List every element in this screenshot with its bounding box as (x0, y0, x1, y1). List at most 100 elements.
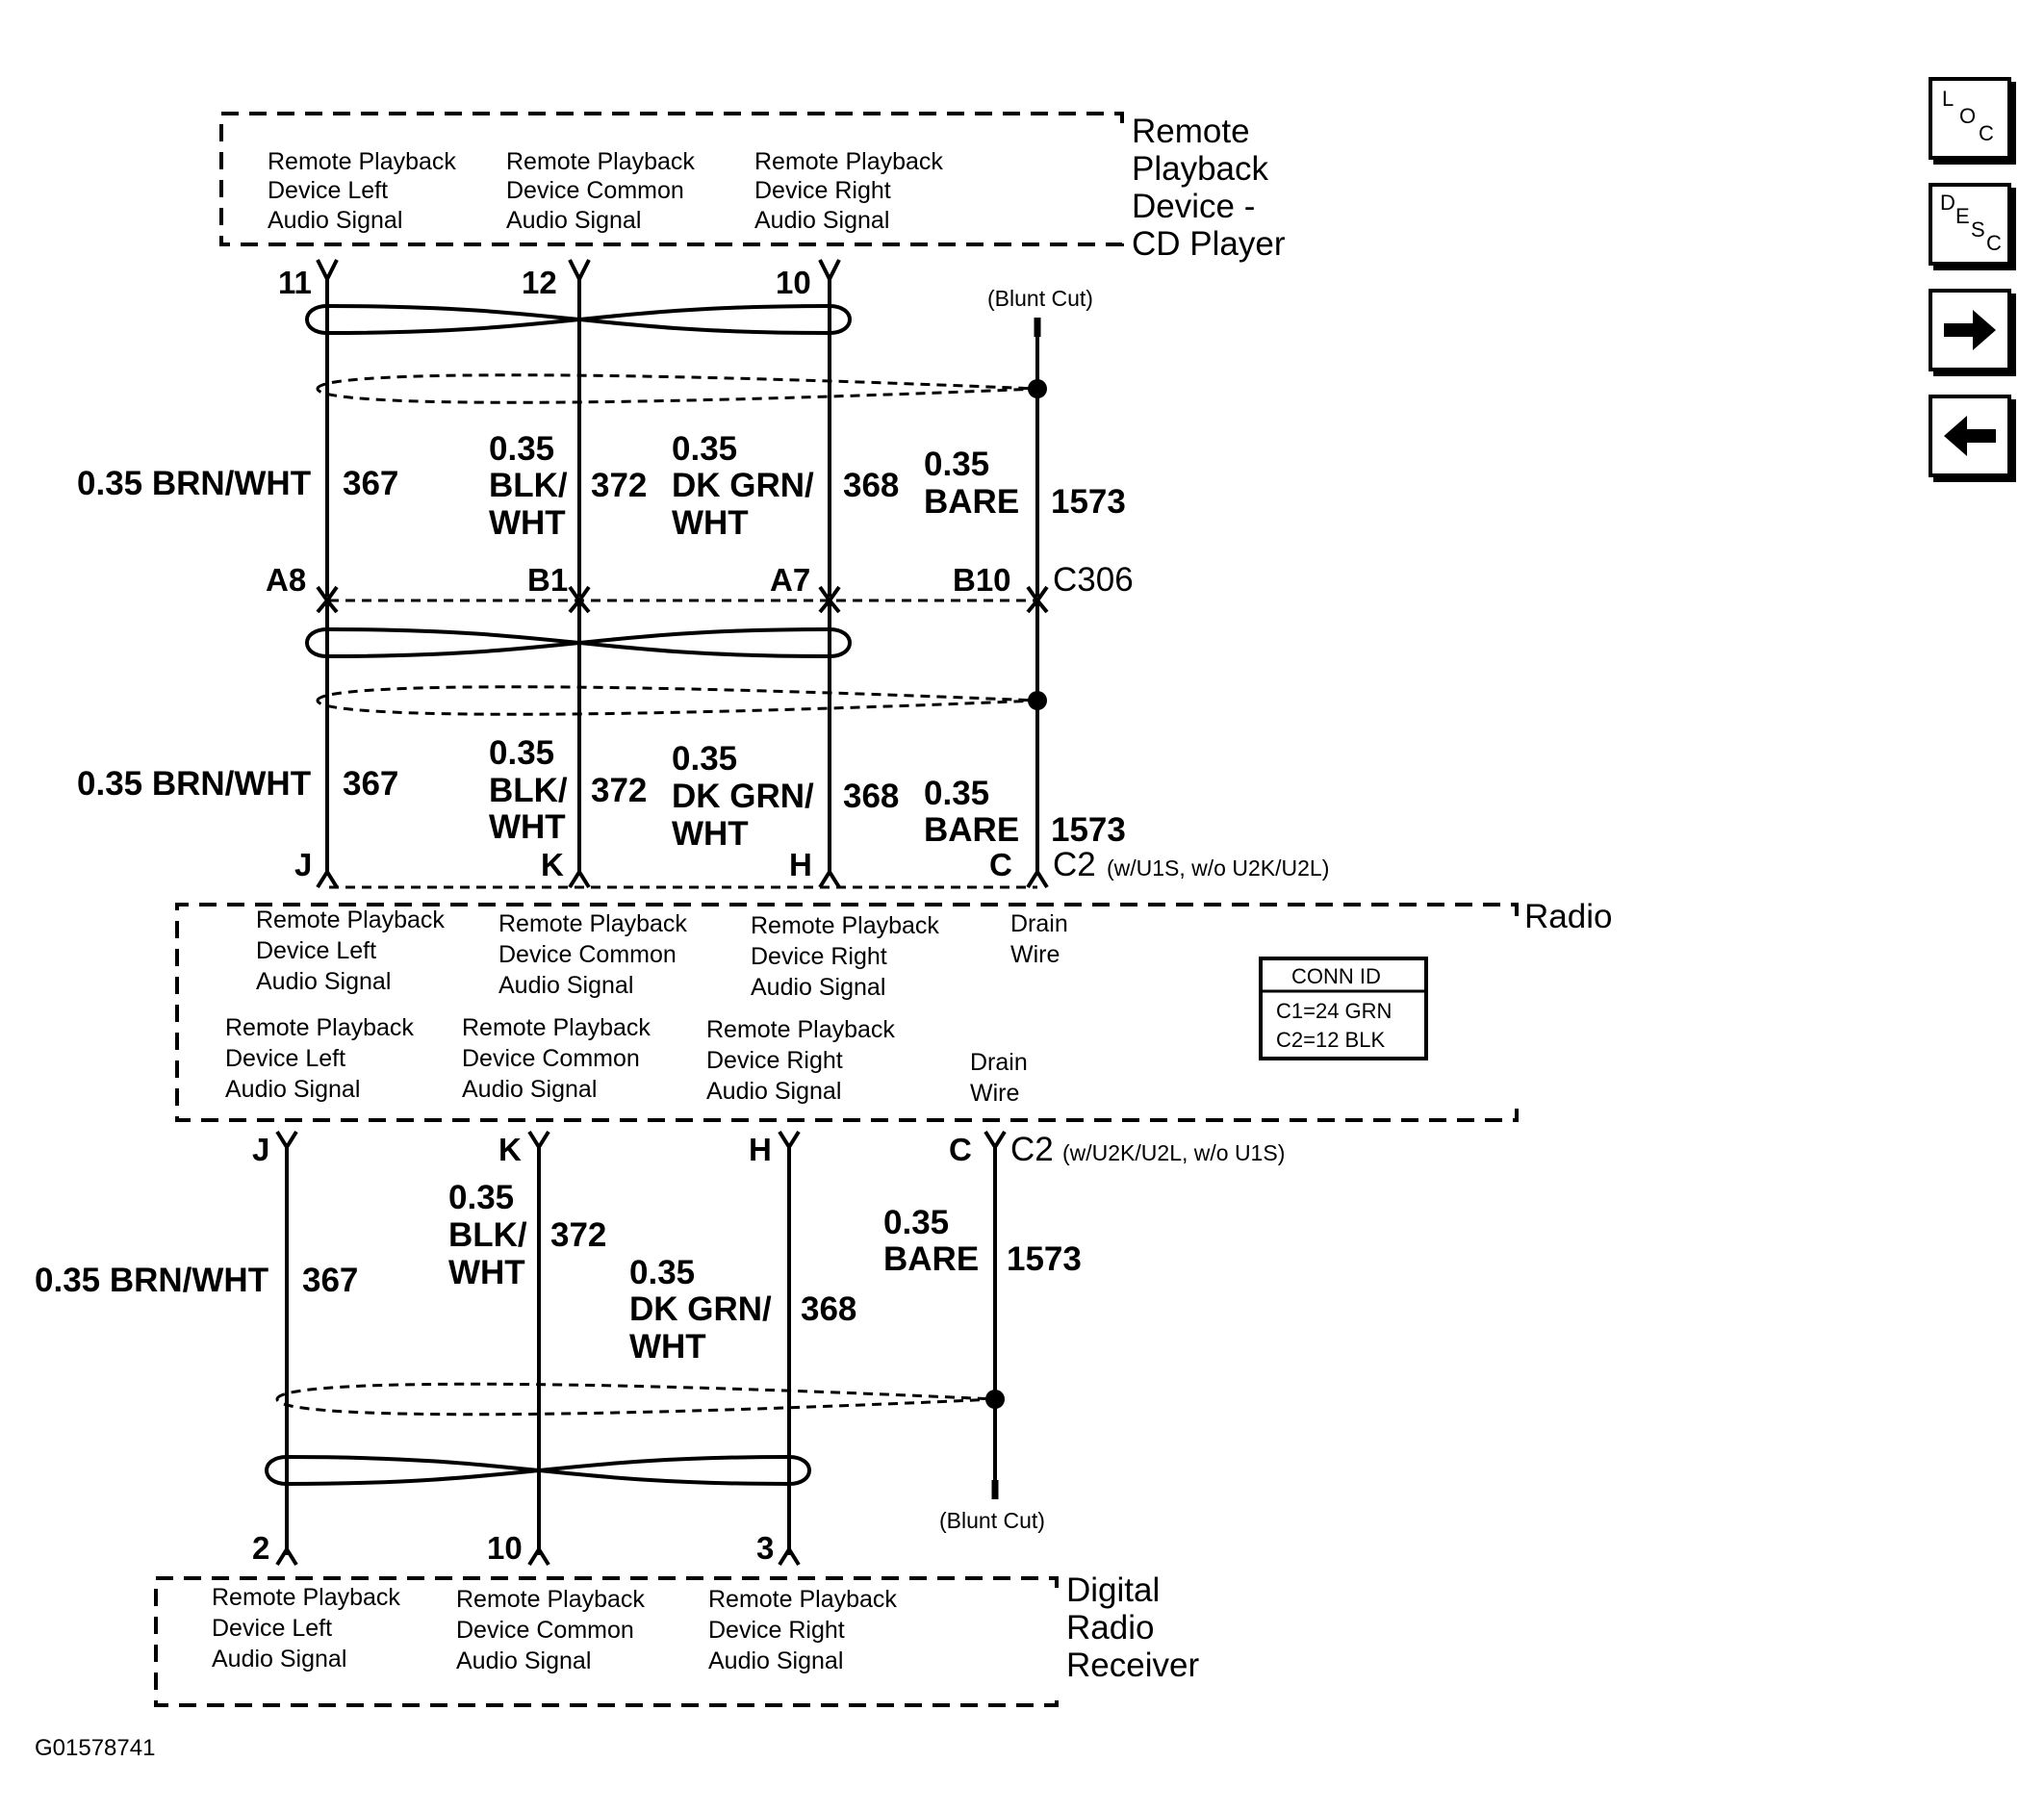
drr-outline (154, 1576, 1059, 1707)
rp-right-signal-line-3: Audio Signal (754, 207, 889, 234)
radio-c1-common-line-3: Audio Signal (498, 972, 633, 999)
rp-blunt-cut-label: (Blunt Cut) (987, 286, 1093, 311)
c2-u1s-pin-h: H (789, 847, 812, 882)
shield-drain-splice-middle (1028, 691, 1047, 710)
drr-terminal-right (778, 1545, 801, 1567)
wire-368-color-1-lower: DK GRN/ (629, 1290, 772, 1328)
c2-u2k-terminal-h (778, 1130, 801, 1151)
shield-lower (275, 1382, 996, 1417)
connector-radio-c2-u2k: J K H C C2 (w/U2K/U2L, w/o U1S) (252, 1130, 1285, 1168)
radio-name: Radio (1524, 898, 1612, 935)
drr-pin-right: 3 (756, 1530, 774, 1566)
drr-pin-common: 10 (487, 1530, 523, 1566)
remote-playback-device-component: Remote Playback Device - CD Player Remot… (219, 112, 1286, 337)
c2-u2k-terminal-k (527, 1130, 550, 1151)
conn-id-row-c1: C1=24 GRN (1276, 999, 1392, 1023)
drr-terminal-common (527, 1545, 550, 1567)
remote-playback-name-line-4: CD Player (1132, 225, 1286, 263)
radio-c1-left-line-3: Audio Signal (256, 968, 391, 995)
wire-372-size-upper: 0.35 (489, 430, 554, 468)
rp-common-signal-line-2: Device Common (506, 177, 684, 204)
wire-368-circuit-middle: 368 (843, 778, 899, 815)
wire-1573-circuit-middle: 1573 (1051, 811, 1126, 849)
middle-wire-section (305, 600, 1047, 876)
loc-letter-o: O (1959, 104, 1977, 128)
shield-drain-splice-upper (1028, 379, 1047, 398)
c306-pin-b10: B10 (953, 562, 1011, 598)
wire-1573-size-lower: 0.35 (883, 1204, 949, 1241)
radio-c1-drain-line-1: Drain (1010, 910, 1068, 937)
drr-right-signal-line-1: Remote Playback (708, 1586, 897, 1613)
drr-common-signal-line-2: Device Common (456, 1617, 634, 1644)
rp-pin-common: 12 (522, 265, 557, 300)
c2-u2k-terminal-c (984, 1130, 1007, 1151)
rp-terminal-right (818, 259, 841, 284)
wire-372-color-1-middle: BLK/ (489, 772, 568, 809)
wire-368-size-middle: 0.35 (672, 740, 737, 778)
c2-u1s-terminal-j (316, 868, 339, 889)
drr-name-line-3: Receiver (1066, 1647, 1199, 1684)
next-button[interactable] (1929, 289, 2011, 371)
c2-u2k-name: C2 (1010, 1131, 1054, 1168)
wire-368-color-2-upper: WHT (672, 504, 749, 542)
desc-button[interactable]: D E S C (1929, 183, 2011, 266)
previous-button[interactable] (1929, 395, 2011, 477)
radio-c1-left-line-1: Remote Playback (256, 906, 445, 933)
remote-playback-name-line-3: Device - (1132, 188, 1255, 225)
c2-u2k-note: (w/U2K/U2L, w/o U1S) (1062, 1140, 1285, 1165)
wire-372-circuit-middle: 372 (591, 772, 647, 809)
wire-372-color-1-lower: BLK/ (448, 1216, 527, 1254)
c2-u2k-pin-j: J (252, 1132, 269, 1167)
c2-u1s-terminal-k (568, 868, 591, 889)
radio-c2-left-line-2: Device Left (225, 1045, 345, 1072)
wire-367-size-lower: 0.35 BRN/WHT (35, 1262, 268, 1299)
drr-common-signal-line-1: Remote Playback (456, 1586, 645, 1613)
drr-pin-left: 2 (252, 1530, 269, 1566)
wire-372-circuit-upper: 372 (591, 467, 647, 504)
c2-u2k-pin-c: C (949, 1132, 972, 1167)
rp-common-signal-line-3: Audio Signal (506, 207, 641, 234)
radio-c1-common-line-1: Remote Playback (498, 910, 687, 937)
remote-playback-name-line-1: Remote (1132, 113, 1250, 150)
radio-c2-drain-line-1: Drain (970, 1049, 1028, 1076)
wire-367-circuit-lower: 367 (302, 1262, 358, 1299)
rp-right-signal-line-1: Remote Playback (754, 148, 943, 175)
upper-wire-labels: 0.35 BRN/WHT 367 0.35 BLK/ WHT 372 0.35 … (77, 430, 1126, 542)
radio-c1-drain-line-2: Wire (1010, 941, 1060, 968)
middle-wire-labels: 0.35 BRN/WHT 367 0.35 BLK/ WHT 372 0.35 … (77, 734, 1126, 853)
conn-id-title: CONN ID (1291, 964, 1381, 988)
rp-pin-left: 11 (278, 265, 312, 300)
wire-372-color-2-lower: WHT (448, 1254, 525, 1291)
arrow-left-icon (1944, 416, 1996, 456)
wire-367-size-middle: 0.35 BRN/WHT (77, 765, 311, 803)
connector-radio-c2-u1s: J K H C C2 (w/U1S, w/o U2K/U2L) (294, 846, 1329, 889)
c306-pin-a8: A8 (266, 562, 306, 598)
twisted-pair-middle (305, 626, 852, 659)
radio-c2-right-line-3: Audio Signal (706, 1078, 841, 1105)
radio-c1-right-line-1: Remote Playback (751, 912, 939, 939)
desc-letter-e: E (1955, 204, 1970, 228)
wire-367-circuit-upper: 367 (343, 465, 398, 502)
conn-id-frame (1259, 957, 1428, 1060)
wire-368-size-upper: 0.35 (672, 430, 737, 468)
rp-left-signal-line-1: Remote Playback (268, 148, 456, 175)
c2-u1s-name: C2 (1053, 846, 1096, 883)
rp-terminal-common (568, 259, 591, 284)
c306-pin-a7: A7 (770, 562, 810, 598)
radio-c2-drain-line-2: Wire (970, 1080, 1019, 1107)
drr-left-signal-line-2: Device Left (212, 1615, 332, 1642)
drr-common-signal-line-3: Audio Signal (456, 1647, 591, 1674)
loc-button[interactable]: L O C (1929, 77, 2011, 160)
desc-letter-d: D (1940, 191, 1955, 215)
drr-right-signal-line-2: Device Right (708, 1617, 845, 1644)
wire-368-circuit-lower: 368 (801, 1290, 856, 1328)
rp-left-signal-line-2: Device Left (268, 177, 388, 204)
connector-c306: A8 B1 A7 B10 C306 (266, 561, 1134, 614)
wire-372-color-2-middle: WHT (489, 808, 566, 846)
rp-left-signal-line-3: Audio Signal (268, 207, 402, 234)
rp-right-signal-line-2: Device Right (754, 177, 891, 204)
wire-1573-circuit-upper: 1573 (1051, 483, 1126, 521)
drr-terminal-left (275, 1545, 298, 1567)
digital-radio-receiver-component: 2 10 3 Digital Radio Receiver Remote Pla… (154, 1530, 1199, 1707)
rp-terminal-left (316, 259, 339, 284)
